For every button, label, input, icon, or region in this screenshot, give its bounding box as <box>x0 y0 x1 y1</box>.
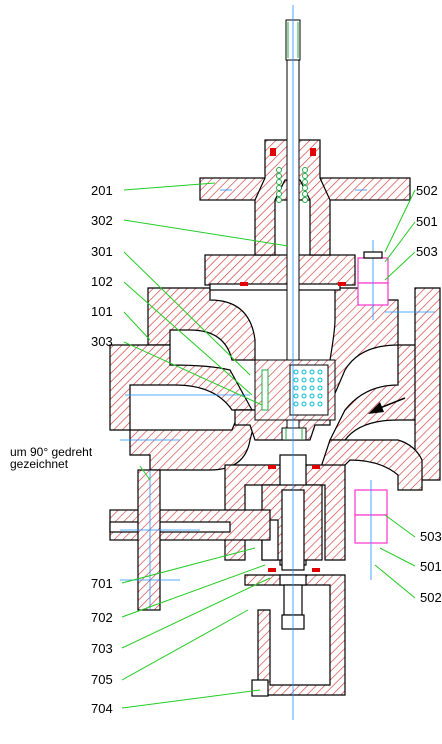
flow-direction-arrow-icon <box>368 397 406 414</box>
label-102: 102 <box>91 274 113 289</box>
label-503-lower: 503 <box>420 529 442 544</box>
cage-301 <box>254 359 336 421</box>
label-502-upper: 502 <box>416 183 438 198</box>
leader-lines <box>121 182 416 709</box>
label-704: 704 <box>91 701 113 716</box>
label-501-upper: 501 <box>416 214 438 229</box>
plug-303 <box>281 427 307 441</box>
yoke-704 <box>244 574 346 697</box>
label-503-upper: 503 <box>416 244 438 259</box>
part-labels: 201 302 301 102 101 303 701 702 703 705 … <box>91 183 442 716</box>
label-101: 101 <box>91 304 113 319</box>
label-201: 201 <box>91 183 113 198</box>
label-303: 303 <box>91 334 113 349</box>
label-705: 705 <box>91 672 113 687</box>
bolt-lower <box>354 480 388 580</box>
bottom-cover-701 <box>109 454 346 611</box>
note-line-2: gezeichnet <box>10 457 69 471</box>
seal-rings <box>240 282 346 572</box>
bolt-upper <box>357 240 389 320</box>
label-701: 701 <box>91 576 113 591</box>
label-502-lower: 502 <box>420 590 442 605</box>
valve-body <box>109 287 441 491</box>
label-301: 301 <box>91 244 113 259</box>
label-703: 703 <box>91 641 113 656</box>
rotation-note: um 90° gedreht gezeichnet <box>10 445 93 471</box>
note-line-1: um 90° gedreht <box>10 445 93 459</box>
stem-packing <box>270 148 316 203</box>
bonnet-201 <box>199 139 411 291</box>
center-lines <box>120 5 435 720</box>
label-702: 702 <box>91 610 113 625</box>
label-302: 302 <box>91 213 113 228</box>
label-501-lower: 501 <box>420 559 442 574</box>
